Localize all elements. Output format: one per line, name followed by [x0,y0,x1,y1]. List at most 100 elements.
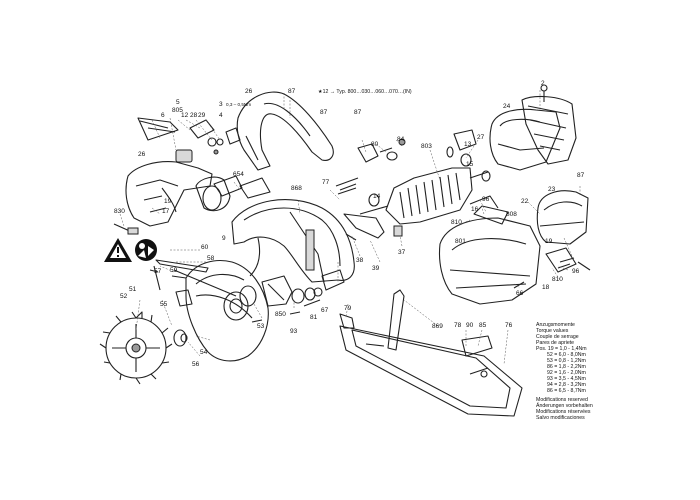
label-12: 12 [181,112,189,119]
type-note: ★12 → Typ. 800…030…060…070…(IN) [318,89,412,95]
label-51: 51 [129,286,137,293]
label-93: 93 [290,328,298,335]
label-58-top: 58 [207,255,215,262]
base-plate [339,289,523,417]
torque-line-2: Couple de serrage [536,334,579,340]
label-27: 27 [477,134,485,141]
motor-cover [438,190,591,305]
torque-line-7: 86 = 1,8 - 2,2Nm [547,364,586,370]
saw-blade [99,311,173,385]
handle-assembly [113,91,334,235]
torque-line-10: 94 = 2,8 - 3,2Nm [547,382,586,388]
torque-line-4: Pos. 19 = 1,0 - 1,4Nm [536,346,587,352]
leader-lines [119,90,581,365]
label-13: 13 [464,141,472,148]
warning-triangle-icon [104,238,132,262]
torque-line-6: 53 = 0,8 - 1,2Nm [547,358,586,364]
label-22: 22 [521,198,529,205]
label-87-right: 87 [354,109,362,116]
label-90: 90 [466,322,474,329]
mod-line-3: Salvo modificaciones [536,415,585,421]
label-654: 654 [233,171,244,178]
label-18: 18 [542,284,550,291]
label-85: 85 [479,322,487,329]
label-80: 80 [371,141,379,148]
label-38: 38 [356,257,364,264]
label-803: 803 [421,143,432,150]
read-manual-icon [135,239,157,261]
label-37: 37 [398,249,406,256]
part-numbers: 2 24 26 87 87 87 87 6 805 5 12 28 29 4 3… [114,80,585,368]
label-15: 15 [466,161,474,168]
label-79: 79 [344,305,352,312]
torque-line-8: 92 = 1,6 - 2,0Nm [547,370,586,376]
label-17: 17 [162,208,170,215]
label-4: 4 [219,112,223,119]
label-39: 39 [372,265,380,272]
label-84: 84 [397,136,405,143]
label-52: 52 [120,293,128,300]
modifications-notes: Modifications reserved Änderungen vorbeh… [536,397,593,421]
blade-guard [213,175,355,283]
label-28: 28 [190,112,198,119]
label-57: 57 [154,268,162,275]
label-87-mid: 87 [320,109,328,116]
mod-line-2: Modifications réservées [536,409,591,415]
label-81: 81 [310,314,318,321]
label-6: 6 [161,112,165,119]
torque-line-3: Pares de apriete [536,340,574,346]
label-3: 3 [219,101,223,108]
label-26-top: 26 [245,88,253,95]
armature [359,167,491,225]
label-868: 868 [291,185,302,192]
mod-line-0: Modifications reserved [536,397,588,403]
label-59: 59 [170,267,178,274]
label-850: 850 [275,311,286,318]
label-2: 2 [541,80,545,87]
label-830: 830 [114,208,125,215]
label-24: 24 [503,103,511,110]
label-26-left: 26 [138,151,146,158]
label-76: 76 [505,322,513,329]
label-810-bottom: 810 [552,276,563,283]
label-56: 56 [192,361,200,368]
brush-parts [335,138,406,241]
label-96-right: 96 [572,268,580,275]
label-805: 805 [172,107,183,114]
label-869: 869 [432,323,443,330]
torque-table: Anzugsmomente Torque values Couple de se… [536,322,587,394]
label-67: 67 [321,307,329,314]
label-23: 23 [548,186,556,193]
gear-assembly [239,269,345,323]
label-55: 55 [160,301,168,308]
label-87-far: 87 [577,172,585,179]
torque-small: 0,3 – 0,5Nm [226,102,251,107]
label-801: 801 [455,238,466,245]
torque-line-0: Anzugsmomente [536,322,575,328]
label-9: 9 [222,235,226,242]
torque-line-9: 93 = 3,5 - 4,5Nm [547,376,586,382]
label-53: 53 [257,323,265,330]
label-810-top: 810 [451,219,462,226]
torque-line-5: 52 = 6,0 - 8,0Nm [547,352,586,358]
flange-washers [149,265,188,347]
label-5: 5 [176,99,180,106]
motor-housing [446,84,577,171]
label-87-top: 87 [288,88,296,95]
mod-line-1: Änderungen vorbehalten [536,402,593,409]
label-14: 14 [373,193,381,200]
label-19-right: 19 [545,238,553,245]
label-54: 54 [200,349,208,356]
label-77: 77 [322,179,330,186]
label-78: 78 [454,322,462,329]
label-29: 29 [198,112,206,119]
lower-guard [155,259,269,362]
label-16: 16 [471,206,479,213]
torque-line-11: 86 = 6,5 - 8,7Nm [547,388,586,394]
label-808: 808 [506,211,517,218]
torque-line-1: Torque values [536,328,569,334]
label-60: 60 [201,244,209,251]
label-66: 66 [516,290,524,297]
label-96-top: 96 [482,196,490,203]
